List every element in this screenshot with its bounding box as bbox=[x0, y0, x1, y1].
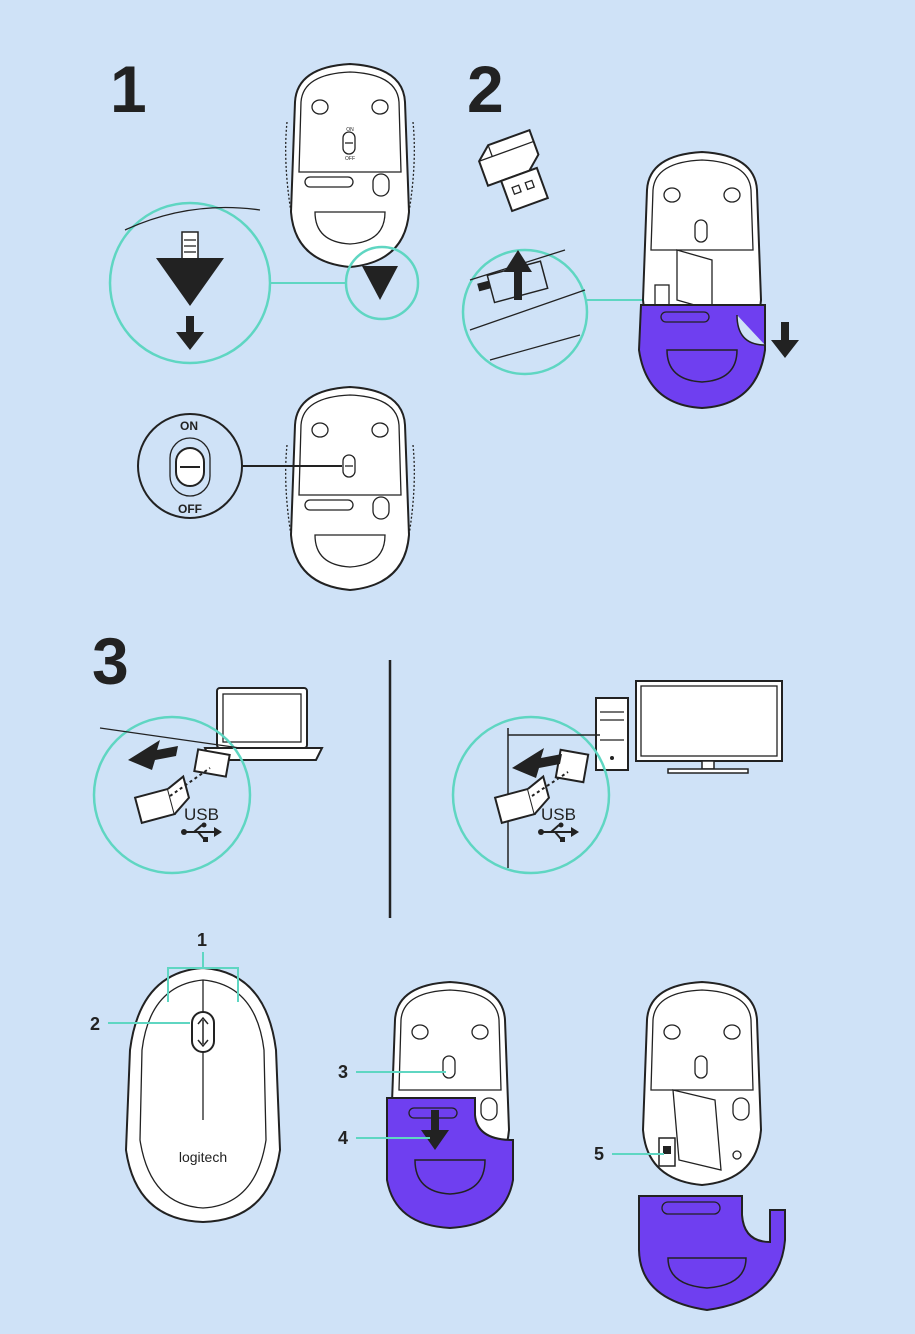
down-arrow-icon bbox=[176, 316, 204, 350]
small-on-label: ON bbox=[346, 127, 354, 133]
usb-receiver-icon bbox=[474, 129, 550, 213]
usb-symbol-icon bbox=[538, 822, 579, 842]
power-switch-zoom bbox=[137, 413, 243, 519]
switch-off-label: OFF bbox=[178, 502, 202, 516]
down-arrow-icon bbox=[771, 322, 799, 358]
mouse-open-receiver-storage bbox=[641, 980, 763, 1187]
pull-tab-small bbox=[362, 266, 398, 300]
battery-cover-removed bbox=[638, 1195, 786, 1312]
desktop-computer-icon bbox=[595, 697, 629, 771]
callout-number-3: 3 bbox=[338, 1062, 349, 1082]
mouse-top-view: logitech bbox=[124, 966, 282, 1224]
mouse-bottom-view-on-off bbox=[284, 386, 416, 591]
usb-label-right: USB bbox=[541, 805, 576, 824]
switch-on-label: ON bbox=[180, 419, 198, 433]
laptop-usb-zoom: USB bbox=[92, 715, 252, 875]
pull-tab-zoom bbox=[108, 201, 272, 365]
callout-number-1: 1 bbox=[197, 930, 208, 950]
step-number-3: 3 bbox=[92, 624, 129, 698]
mouse-open-cover-step2 bbox=[637, 150, 766, 410]
down-arrow-icon bbox=[421, 1110, 449, 1150]
desktop-usb-zoom: USB bbox=[451, 715, 611, 875]
callout-number-2: 2 bbox=[90, 1014, 101, 1034]
monitor-icon bbox=[635, 680, 783, 774]
usb-symbol-icon bbox=[181, 822, 222, 842]
callout-number-4: 4 bbox=[338, 1128, 349, 1148]
up-arrow-icon bbox=[504, 250, 532, 300]
receiver-compartment-zoom bbox=[461, 248, 589, 376]
step-number-1: 1 bbox=[110, 52, 147, 126]
callout-number-5: 5 bbox=[594, 1144, 605, 1164]
mouse-cover-closed bbox=[386, 980, 514, 1230]
callout-bracket-1 bbox=[167, 952, 239, 1002]
mouse-bottom-view-step1 bbox=[284, 63, 416, 268]
logitech-logo: logitech bbox=[179, 1149, 227, 1165]
laptop-icon bbox=[203, 687, 324, 761]
small-off-label: OFF bbox=[345, 156, 355, 162]
step-number-2: 2 bbox=[467, 52, 504, 126]
usb-label-left: USB bbox=[184, 805, 219, 824]
